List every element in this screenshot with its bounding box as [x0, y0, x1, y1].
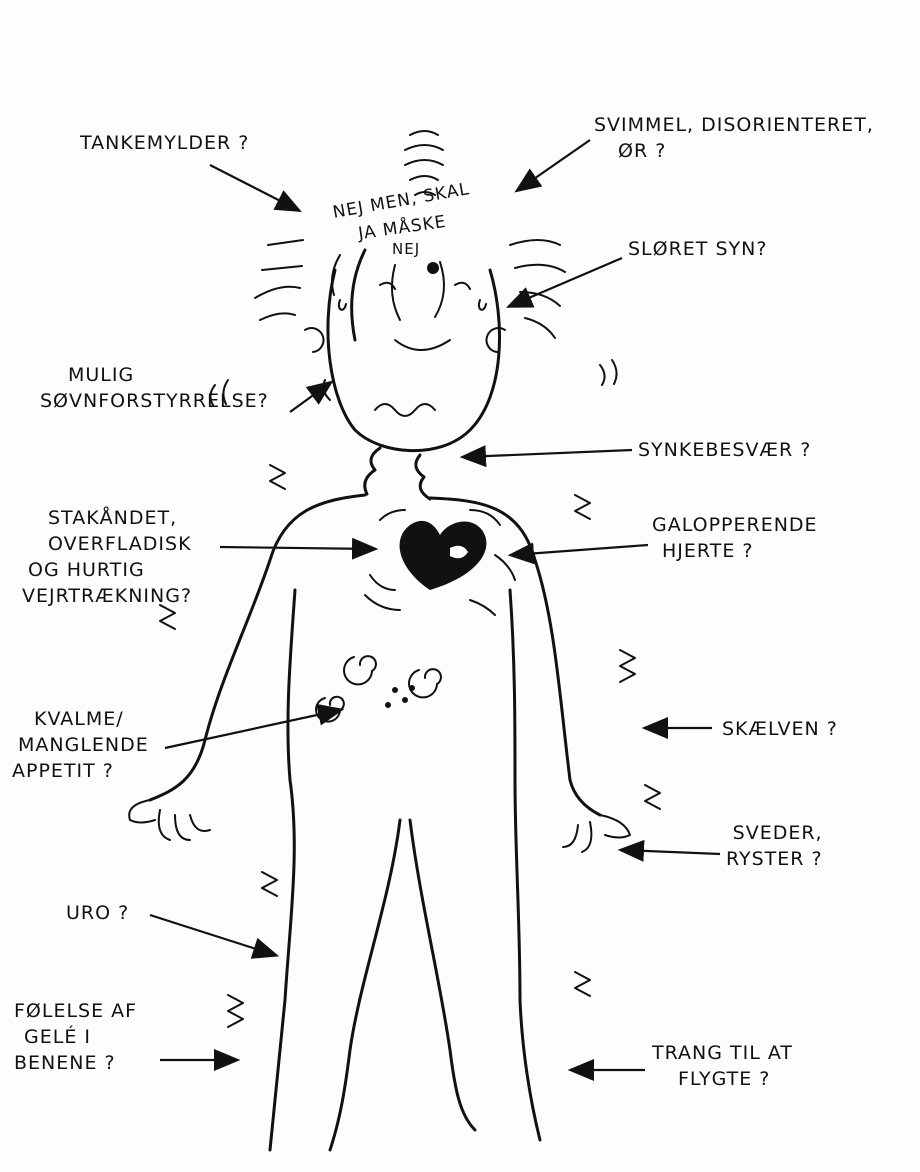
neck — [365, 448, 430, 499]
label-trang: TRANG TIL AT FLYGTE ? — [652, 1040, 793, 1092]
label-svimmel-line-1: SVIMMEL, DISORIENTERET, — [594, 112, 874, 138]
label-sveder-line-2: RYSTER ? — [726, 846, 823, 872]
heart-icon — [400, 521, 487, 590]
label-foelelse-line-2: GELÉ I — [14, 1024, 137, 1050]
label-stakaandet-line-1: STAKÅNDET, — [22, 505, 192, 531]
label-kvalme-line-2: MANGLENDE — [12, 732, 149, 758]
label-soevn-line-1: MULIG — [40, 362, 269, 388]
label-galopperende-line-2: HJERTE ? — [652, 538, 818, 564]
label-sloeret-syn: SLØRET SYN? — [628, 236, 767, 262]
label-synkebesvaer: SYNKEBESVÆR ? — [638, 437, 811, 463]
label-galopperende-line-1: GALOPPERENDE — [652, 512, 818, 538]
label-foelelse: FØLELSE AF GELÉ I BENENE ? — [14, 998, 137, 1076]
label-uro: URO ? — [66, 900, 129, 926]
label-sveder: SVEDER, RYSTER ? — [726, 820, 823, 872]
hands — [129, 800, 630, 852]
label-soevn-line-2: SØVNFORSTYRRELSE? — [40, 388, 269, 414]
label-soevnforstyrrelse: MULIG SØVNFORSTYRRELSE? — [40, 362, 269, 414]
label-tankemylder: TANKEMYLDER ? — [80, 130, 249, 156]
label-kvalme: KVALME/ MANGLENDE APPETIT ? — [12, 706, 149, 784]
label-sveder-line-1: SVEDER, — [726, 820, 823, 846]
label-svimmel-line-2: ØR ? — [594, 138, 874, 164]
label-svimmel: SVIMMEL, DISORIENTERET, ØR ? — [594, 112, 874, 164]
label-galopperende-hjerte: GALOPPERENDE HJERTE ? — [652, 512, 818, 564]
dizziness-lines — [210, 240, 616, 405]
label-stakaandet-line-4: VEJRTRÆKNING? — [22, 583, 192, 609]
label-stakaandet-line-2: OVERFLADISK — [22, 531, 192, 557]
label-stakaandet-line-3: OG HURTIG — [22, 557, 192, 583]
speech-line-3: NEJ — [392, 236, 420, 262]
label-kvalme-line-3: APPETIT ? — [12, 758, 149, 784]
label-trang-line-1: TRANG TIL AT — [652, 1040, 793, 1066]
label-kvalme-line-1: KVALME/ — [12, 706, 149, 732]
annotation-arrows — [150, 140, 720, 1070]
label-stakaandet: STAKÅNDET, OVERFLADISK OG HURTIG VEJRTRÆ… — [22, 505, 192, 609]
body-outline — [150, 495, 600, 1150]
label-foelelse-line-1: FØLELSE AF — [14, 998, 137, 1024]
label-foelelse-line-3: BENENE ? — [14, 1050, 137, 1076]
label-trang-line-2: FLYGTE ? — [652, 1066, 793, 1092]
label-skaelven: SKÆLVEN ? — [722, 716, 838, 742]
head — [305, 250, 505, 451]
